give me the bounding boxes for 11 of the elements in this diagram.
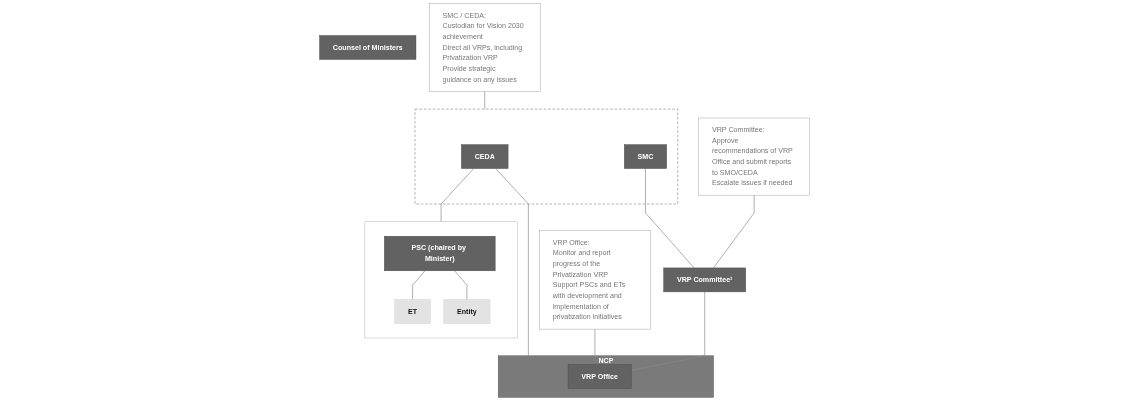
connector bbox=[484, 91, 485, 110]
connector bbox=[645, 168, 695, 269]
connector bbox=[440, 168, 474, 223]
connector bbox=[594, 328, 598, 365]
connector bbox=[630, 291, 705, 371]
cluster bbox=[414, 108, 678, 205]
connector bbox=[713, 194, 755, 269]
connector bbox=[412, 270, 426, 300]
connector bbox=[495, 168, 529, 357]
cluster bbox=[364, 221, 518, 339]
connector bbox=[454, 270, 468, 300]
